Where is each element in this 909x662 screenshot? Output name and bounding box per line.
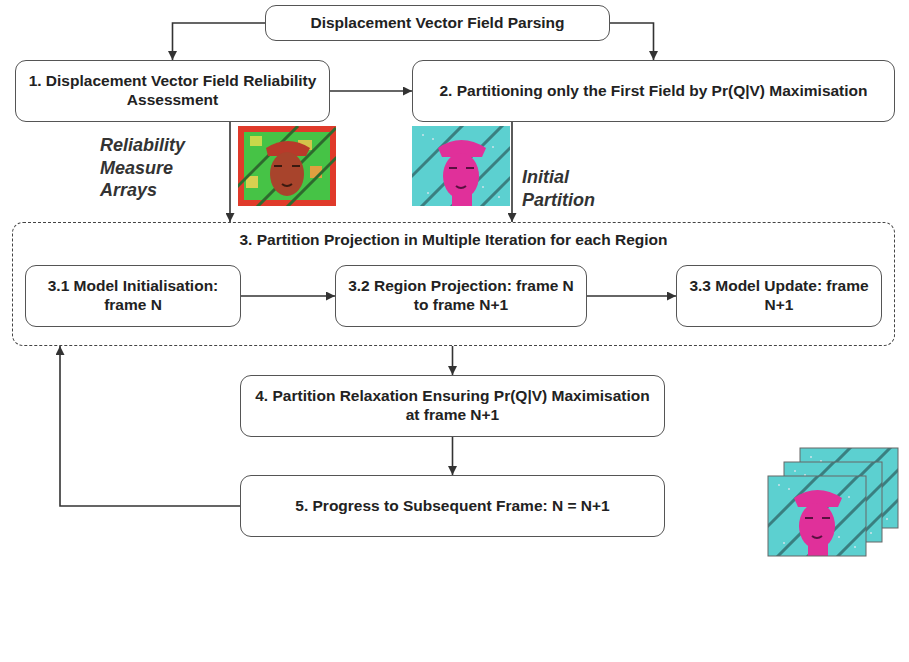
box-label: 3.3 Model Update: frame N+1 — [687, 277, 871, 314]
flow-arrow — [241, 295, 335, 297]
frame-stack-image — [758, 438, 909, 566]
flow-arrow — [229, 122, 231, 222]
flow-arrow — [587, 295, 676, 297]
box-label: 2. Partitioning only the First Field by … — [423, 82, 884, 101]
box-label: Displacement Vector Field Parsing — [276, 14, 599, 33]
box-label: 3.1 Model Initialisation: frame N — [36, 277, 230, 314]
edge-label: Initial Partition — [522, 166, 632, 211]
edge-label: Reliability Measure Arrays — [100, 134, 224, 202]
flow-arrow — [173, 23, 266, 60]
group-heading: 3. Partition Projection in Multiple Iter… — [23, 231, 884, 250]
process-box: 3.2 Region Projection: frame N to frame … — [335, 265, 587, 327]
process-box: 2. Partitioning only the First Field by … — [412, 60, 895, 122]
box-label: 5. Progress to Subsequent Frame: N = N+1 — [251, 497, 654, 516]
process-box: 5. Progress to Subsequent Frame: N = N+1 — [240, 475, 665, 537]
process-box: 4. Partition Relaxation Ensuring Pr(Q|V)… — [240, 375, 665, 437]
process-box: 1. Displacement Vector Field Reliability… — [15, 60, 330, 122]
flow-arrow — [60, 346, 240, 506]
input-box: Displacement Vector Field Parsing — [265, 5, 610, 41]
process-box: 3.3 Model Update: frame N+1 — [676, 265, 882, 327]
box-label: 4. Partition Relaxation Ensuring Pr(Q|V)… — [251, 387, 654, 424]
flow-arrow — [452, 437, 454, 475]
process-box: 3.1 Model Initialisation: frame N — [25, 265, 241, 327]
flow-arrow — [610, 23, 654, 60]
box-label: 1. Displacement Vector Field Reliability… — [26, 72, 319, 109]
flow-arrow — [452, 346, 454, 375]
iteration-group: 3. Partition Projection in Multiple Iter… — [12, 222, 895, 346]
flow-arrow — [511, 122, 513, 222]
box-label: 3.2 Region Projection: frame N to frame … — [346, 277, 576, 314]
flow-arrow — [330, 90, 412, 92]
reliability-image — [238, 126, 336, 206]
partition-image — [412, 126, 510, 206]
